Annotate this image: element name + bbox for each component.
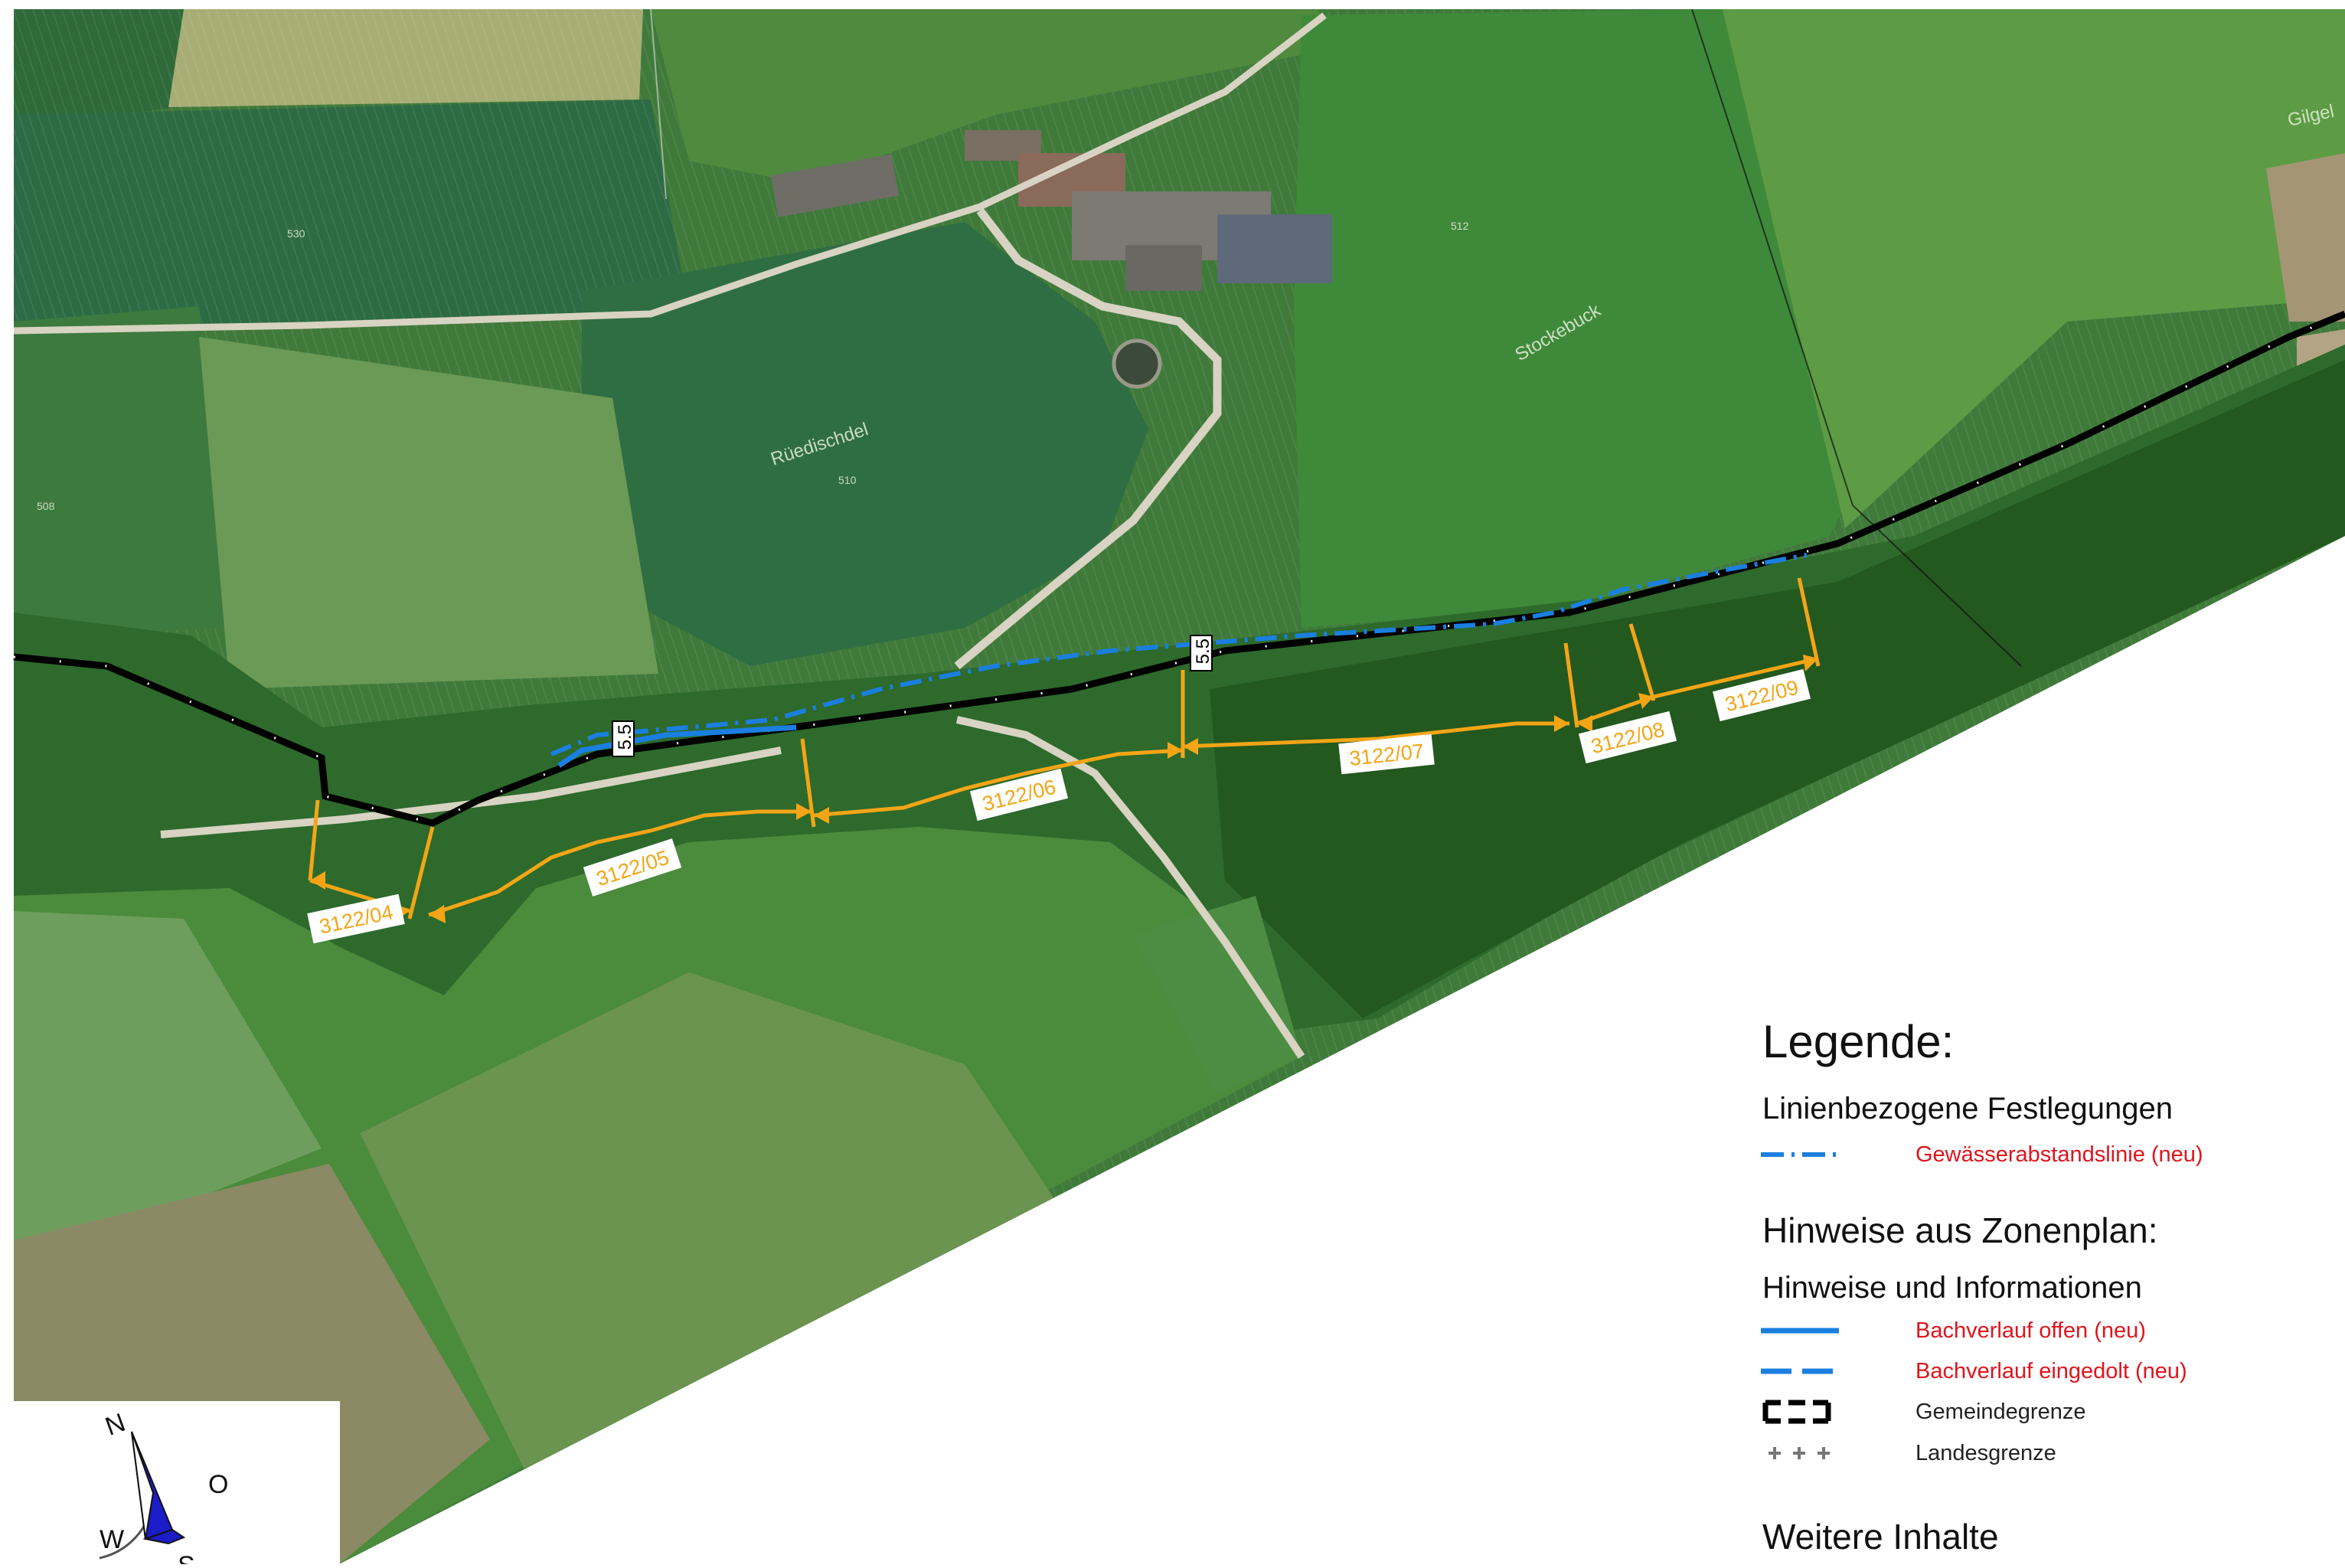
svg-text:5.5: 5.5 — [615, 724, 635, 750]
legend-section-info: Hinweise und Informationen — [1762, 1271, 2142, 1305]
cross-line-icon — [1769, 1447, 1830, 1459]
legend-label: Landesgrenze — [1916, 1441, 2056, 1465]
compass-south: S — [178, 1551, 195, 1564]
legend-section-weitere: Weitere Inhalte — [1762, 1517, 1999, 1557]
legend-title: Legende: — [1762, 1016, 1955, 1067]
dashed-line-icon — [1761, 1368, 1839, 1374]
north-arrow: N O W S — [0, 1401, 340, 1568]
legend-item-gewaesserabstandslinie: Gewässerabstandslinie (neu) — [1758, 1139, 2324, 1170]
boundary-line-icon — [1762, 1400, 1831, 1424]
legend-label: Gemeindegrenze — [1916, 1400, 2086, 1424]
stream-open-line — [557, 724, 797, 768]
elevation-label: 508 — [37, 500, 55, 512]
legend-item-bach-offen: Bachverlauf offen (neu) — [1758, 1315, 2324, 1346]
distance-marker: 5.5 — [1190, 635, 1213, 671]
legend-section-line-based: Linienbezogene Festlegungen — [1762, 1092, 2173, 1125]
legend-label: Bachverlauf offen (neu) — [1916, 1318, 2146, 1343]
legend-label: Bachverlauf eingedolt (neu) — [1916, 1359, 2187, 1383]
compass-icon: N O W S — [99, 1408, 228, 1568]
legend-label: Gewässerabstandslinie (neu) — [1916, 1142, 2203, 1167]
stream-distance-line — [550, 553, 1808, 756]
elevation-label: 512 — [1451, 220, 1469, 232]
municipal-boundary-line — [13, 310, 2345, 827]
legend-item-gemeindegrenze: Gemeindegrenze — [1758, 1396, 2324, 1427]
parcel-label-3122-07[interactable]: 3122/07 — [1338, 733, 1435, 775]
parcel-extent-lines — [308, 577, 1821, 920]
legend-panel: Legende: Linienbezogene Festlegungen Gew… — [1738, 1009, 2345, 1564]
elevation-label: 510 — [838, 474, 857, 486]
compass-east: O — [208, 1470, 228, 1499]
legend-section-zonenplan: Hinweise aus Zonenplan: — [1762, 1210, 2158, 1250]
legend-item-landesgrenze: Landesgrenze — [1758, 1438, 2324, 1468]
parcel-arrowheads — [310, 655, 1818, 923]
distance-marker: 5.5 — [612, 720, 635, 757]
dash-dot-line-icon — [1761, 1152, 1839, 1157]
compass-west: W — [100, 1525, 124, 1554]
svg-text:5.5: 5.5 — [1193, 639, 1213, 664]
elevation-label: 530 — [287, 227, 305, 240]
compass-north: N — [102, 1408, 129, 1442]
legend-item-bach-eingedolt: Bachverlauf eingedolt (neu) — [1758, 1356, 2324, 1387]
solid-line-icon — [1761, 1328, 1839, 1334]
